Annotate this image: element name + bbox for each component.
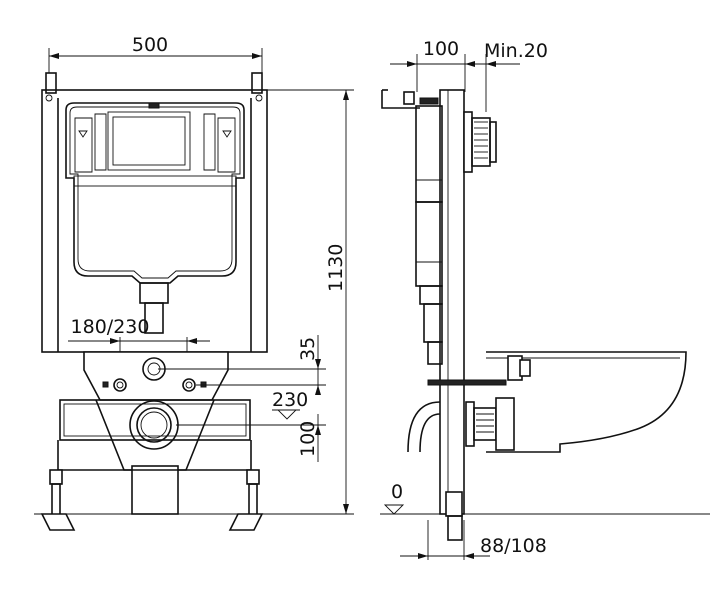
- drain-offset-label: 100: [297, 421, 319, 457]
- drain-height-label: 230: [272, 389, 308, 411]
- frame-outline: [41, 89, 268, 353]
- front-view: 500: [34, 34, 354, 531]
- adjust-label: 88/108: [480, 535, 547, 557]
- side-view: 100 Min.20: [380, 38, 710, 560]
- cistern: [65, 102, 245, 334]
- depth-dimension: 100 Min.20: [390, 38, 548, 112]
- width-dimension: 500: [48, 34, 263, 92]
- floor-level-label: 0: [391, 481, 403, 503]
- mounting-plate: [83, 351, 229, 401]
- drain-height-dimension: 230: [272, 389, 308, 420]
- inlet-offset-dimension: 35: [297, 335, 321, 395]
- toilet-bowl: [427, 351, 687, 453]
- wall-bracket: [381, 89, 439, 109]
- width-label: 500: [132, 34, 168, 56]
- inlet-offset-label: 35: [297, 337, 319, 361]
- side-cistern: [415, 105, 443, 365]
- lower-frame: [40, 399, 264, 531]
- outlet-spacing-dimension: 180/230: [68, 316, 210, 352]
- depth-label: 100: [423, 38, 459, 60]
- total-height-dimension: 1130: [325, 90, 349, 514]
- min-clearance-label: Min.20: [484, 40, 548, 62]
- flush-plate: [463, 111, 497, 173]
- total-height-label: 1130: [325, 244, 347, 292]
- outlet-spacing-label: 180/230: [71, 316, 150, 338]
- adjust-dimension: 88/108: [400, 520, 547, 560]
- drain-offset-dimension: 100: [297, 414, 321, 462]
